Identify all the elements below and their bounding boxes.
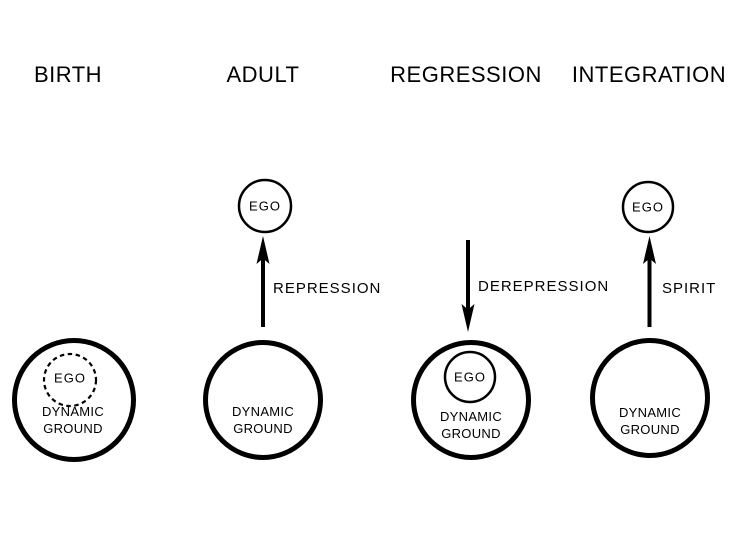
ground-label-line2: GROUND	[620, 422, 680, 437]
adult-dynamic-ground-circle	[203, 340, 323, 460]
repression-arrow-label: REPRESSION	[273, 280, 382, 297]
integration-ego-label: EGO	[632, 199, 664, 215]
adult-ground-label: DYNAMIC GROUND	[232, 403, 294, 437]
adult-ego-label: EGO	[249, 198, 281, 214]
adult-ego-circle	[237, 178, 293, 234]
repression-up-arrow-icon	[256, 236, 270, 327]
birth-ego-dashed-circle-icon	[42, 352, 98, 408]
birth-ego-label: EGO	[54, 370, 86, 386]
stage-header-birth: BIRTH	[33, 62, 103, 87]
stage-header-regression: REGRESSION	[390, 62, 542, 87]
spirit-up-arrow-icon	[643, 236, 656, 327]
regression-ego-circle	[443, 350, 497, 404]
stage-header-integration: INTEGRATION	[571, 62, 727, 87]
ground-label-line1: DYNAMIC	[439, 409, 503, 424]
ground-label-line2: GROUND	[441, 426, 501, 441]
birth-dynamic-ground-circle	[12, 338, 136, 462]
integration-ego-circle	[621, 180, 675, 234]
ground-label-line2: GROUND	[43, 421, 103, 436]
ground-label-line1: DYNAMIC	[618, 405, 682, 420]
regression-ground-label: DYNAMIC GROUND	[440, 408, 502, 442]
stage-header-adult: ADULT	[226, 62, 300, 87]
regression-ego-label: EGO	[454, 369, 486, 385]
spirit-arrow-label: SPIRIT	[662, 280, 717, 297]
birth-ground-label: DYNAMIC GROUND	[42, 403, 104, 437]
integration-ground-label: DYNAMIC GROUND	[619, 404, 681, 438]
integration-dynamic-ground-circle	[590, 338, 710, 458]
derepression-arrow-label: DEREPRESSION	[478, 278, 610, 295]
ground-label-line1: DYNAMIC	[41, 404, 105, 419]
ground-label-line2: GROUND	[233, 421, 293, 436]
derepression-down-arrow-icon	[461, 240, 475, 332]
ground-label-line1: DYNAMIC	[231, 404, 295, 419]
